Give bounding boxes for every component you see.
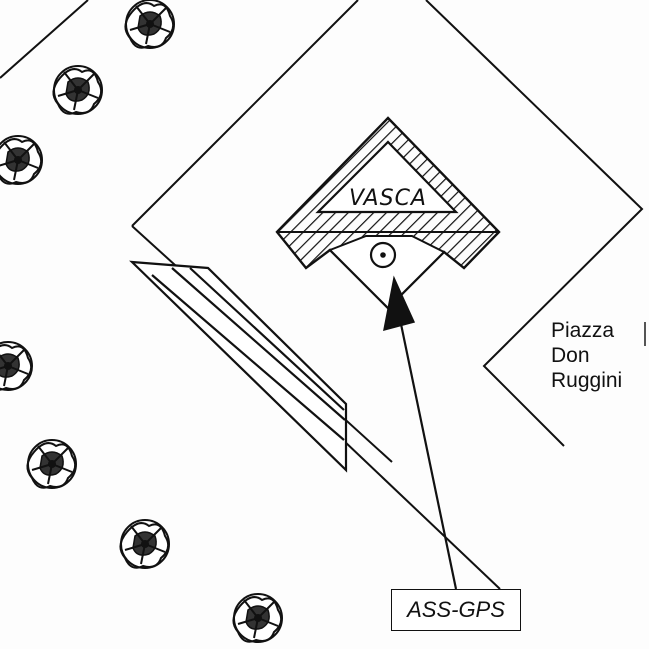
tree-icon (26, 439, 78, 489)
square-label-line3: Ruggini (551, 369, 623, 392)
basin-fountain: VASCA (275, 116, 501, 310)
tree-icon (124, 0, 175, 49)
edge-mark (644, 322, 646, 346)
station-label-box: ASS-GPS (391, 589, 521, 631)
road-edge-line (342, 439, 501, 590)
tree-icon (0, 135, 44, 185)
steps (129, 260, 348, 473)
tree-icon (0, 341, 34, 391)
tree-icon (52, 65, 103, 115)
left-edge-lines (0, 0, 89, 79)
square-label-line2: Don (551, 344, 590, 367)
square-label: Piazza Don Ruggini (551, 318, 622, 393)
tree-icon (232, 593, 283, 643)
tree-icon (119, 519, 170, 569)
basin-label: VASCA (349, 186, 427, 211)
survey-point-icon (369, 241, 397, 269)
square-label-line1: Piazza (551, 319, 615, 342)
arrow-icon (383, 275, 458, 590)
